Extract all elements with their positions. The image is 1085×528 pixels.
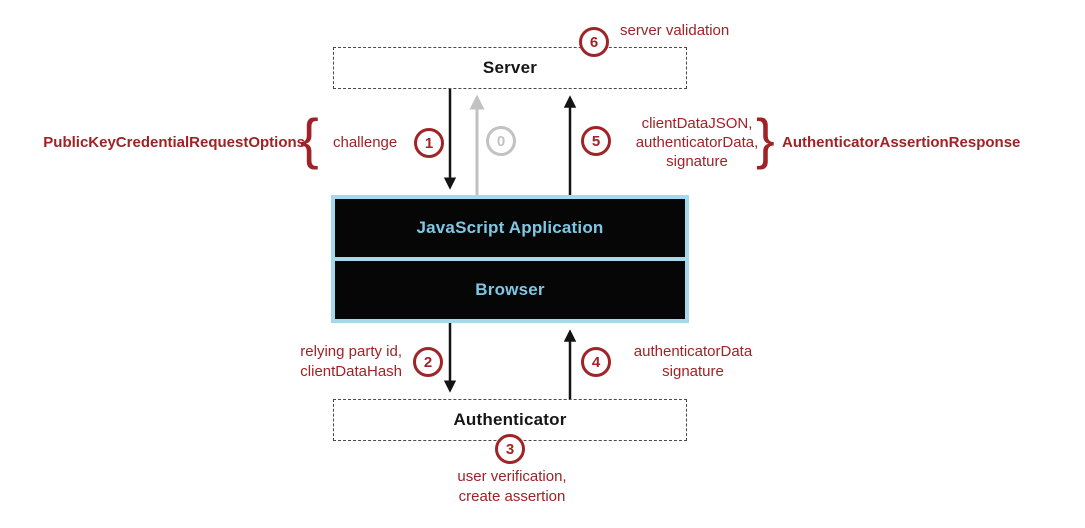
browser-node: Browser	[335, 261, 685, 319]
authenticator-assertion-response-label: AuthenticatorAssertionResponse	[782, 134, 1021, 151]
param-authenticatordata: authenticatorData,	[635, 134, 759, 151]
user-verification-line: user verification,	[457, 468, 567, 485]
assertion-response-params: clientDataJSON, authenticatorData, signa…	[607, 114, 787, 171]
left-open-brace: {	[300, 107, 319, 170]
server-validation-annotation: server validation	[620, 22, 730, 39]
clientdatahash-line: clientDataHash	[300, 363, 402, 380]
user-verification-annotation: user verification, create assertion	[412, 467, 612, 507]
param-clientdatajson: clientDataJSON,	[641, 115, 753, 132]
step-badge-3: 3	[495, 434, 525, 464]
relying-party-annotation: relying party id, clientDataHash	[300, 342, 402, 382]
authenticator-label: Authenticator	[453, 410, 567, 429]
step-badge-4: 4	[581, 347, 611, 377]
step-badge-1: 1	[414, 128, 444, 158]
step-badge-2: 2	[413, 347, 443, 377]
challenge-param-label: challenge	[333, 134, 398, 151]
relying-party-id-line: relying party id,	[300, 343, 402, 360]
authenticatordata-signature-annotation: authenticatorData signature	[613, 342, 773, 382]
param-signature: signature	[666, 153, 728, 170]
right-close-brace: }	[756, 107, 775, 170]
create-assertion-line: create assertion	[458, 488, 566, 505]
server-label: Server	[482, 58, 538, 77]
client-stack: JavaScript Application Browser	[331, 195, 689, 323]
signature-line: signature	[662, 363, 724, 380]
publickey-credential-request-options-label: PublicKeyCredentialRequestOptions	[43, 134, 305, 151]
step-badge-5: 5	[581, 126, 611, 156]
browser-label: Browser	[475, 280, 545, 299]
js-application-label: JavaScript Application	[416, 218, 604, 237]
authenticatordata-line: authenticatorData	[633, 343, 753, 360]
server-node: Server	[333, 47, 687, 89]
js-application-node: JavaScript Application	[335, 199, 685, 257]
step-badge-0: 0	[486, 126, 516, 156]
step-badge-6: 6	[579, 27, 609, 57]
